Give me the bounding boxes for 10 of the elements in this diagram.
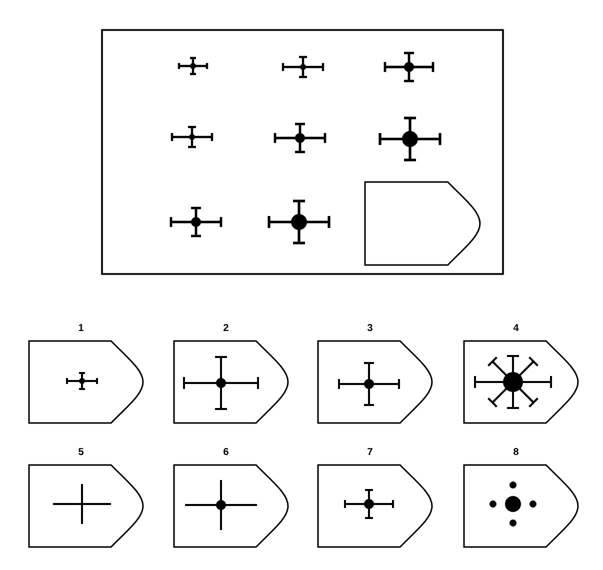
- option-number: 4: [513, 324, 519, 331]
- option-number: 3: [367, 324, 372, 332]
- option-number: 2: [224, 324, 228, 331]
- option-number: 1: [78, 324, 84, 331]
- option-number: 5: [78, 448, 84, 456]
- matrix-frame: [101, 29, 504, 275]
- option-number: 7: [368, 448, 372, 455]
- blank-card: [364, 181, 481, 266]
- option-number: 6: [224, 448, 228, 456]
- option-number: 8: [514, 448, 518, 456]
